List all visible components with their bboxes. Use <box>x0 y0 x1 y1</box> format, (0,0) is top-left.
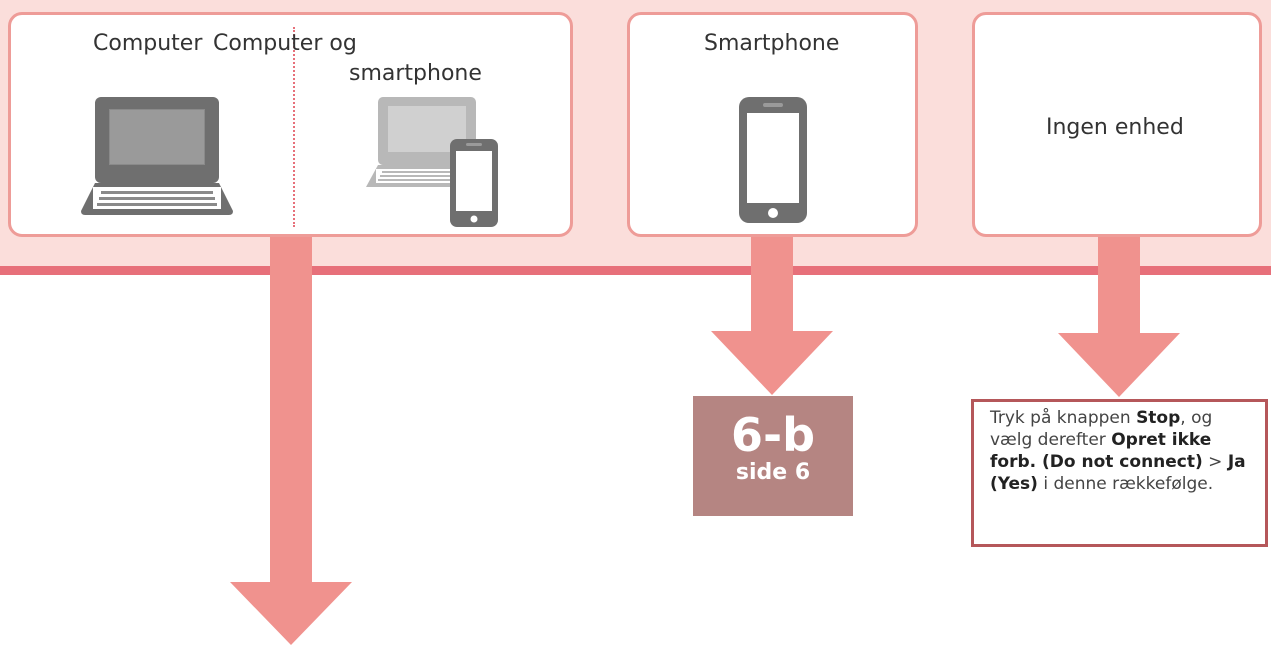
arrow-down-icon <box>1058 237 1180 397</box>
label-computer: Computer <box>93 31 203 56</box>
instruction-ja: Ja (Yes) <box>990 452 1246 494</box>
label-no-device: Ingen enhed <box>1046 115 1184 140</box>
band-separator-line <box>0 266 1271 275</box>
instruction-text-3: > <box>1202 452 1228 472</box>
dotted-divider <box>293 27 295 227</box>
instruction-text-4: i denne rækkefølge. <box>1037 474 1214 494</box>
smartphone-icon <box>739 97 807 223</box>
instruction-text-2: , og vælg derefter <box>990 408 1213 450</box>
instruction-box: Tryk på knappen Stop, og vælg derefter O… <box>971 399 1268 547</box>
card-computer-options: Computer Computer og smartphone <box>8 12 573 237</box>
arrow-down-icon <box>230 237 352 645</box>
label-smartphone-line2: smartphone <box>349 61 482 86</box>
label-smartphone: Smartphone <box>704 31 840 56</box>
reference-page: side 6 <box>735 460 811 485</box>
label-computer-og: Computer og <box>213 31 357 56</box>
instruction-text-1: Tryk på knappen <box>990 408 1137 428</box>
instruction-stop: Stop <box>1136 408 1181 428</box>
instruction-opret: Opret ikke forb. (Do not connect) <box>990 430 1212 472</box>
reference-code: 6-b <box>730 408 816 462</box>
arrow-down-icon <box>711 237 833 395</box>
card-no-device: Ingen enhed <box>972 12 1262 237</box>
card-smartphone: Smartphone <box>627 12 918 237</box>
page-reference-box: 6-b side 6 <box>693 396 853 516</box>
laptop-icon <box>81 97 233 215</box>
laptop-smartphone-icon <box>366 97 498 227</box>
